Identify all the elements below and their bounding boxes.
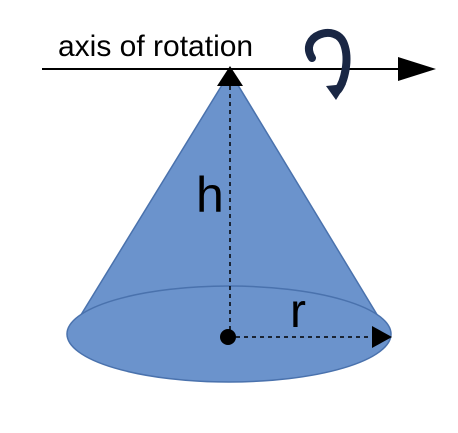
rotation-axis-arrowhead bbox=[398, 57, 436, 81]
height-label: h bbox=[196, 167, 224, 223]
curved-arrow-rotation-icon bbox=[305, 29, 351, 100]
radius-arrowhead bbox=[372, 326, 392, 348]
axis-label: axis of rotation bbox=[58, 30, 253, 63]
apex-marker bbox=[217, 66, 243, 86]
radius-label: r bbox=[290, 285, 306, 338]
base-center-point bbox=[220, 329, 236, 345]
